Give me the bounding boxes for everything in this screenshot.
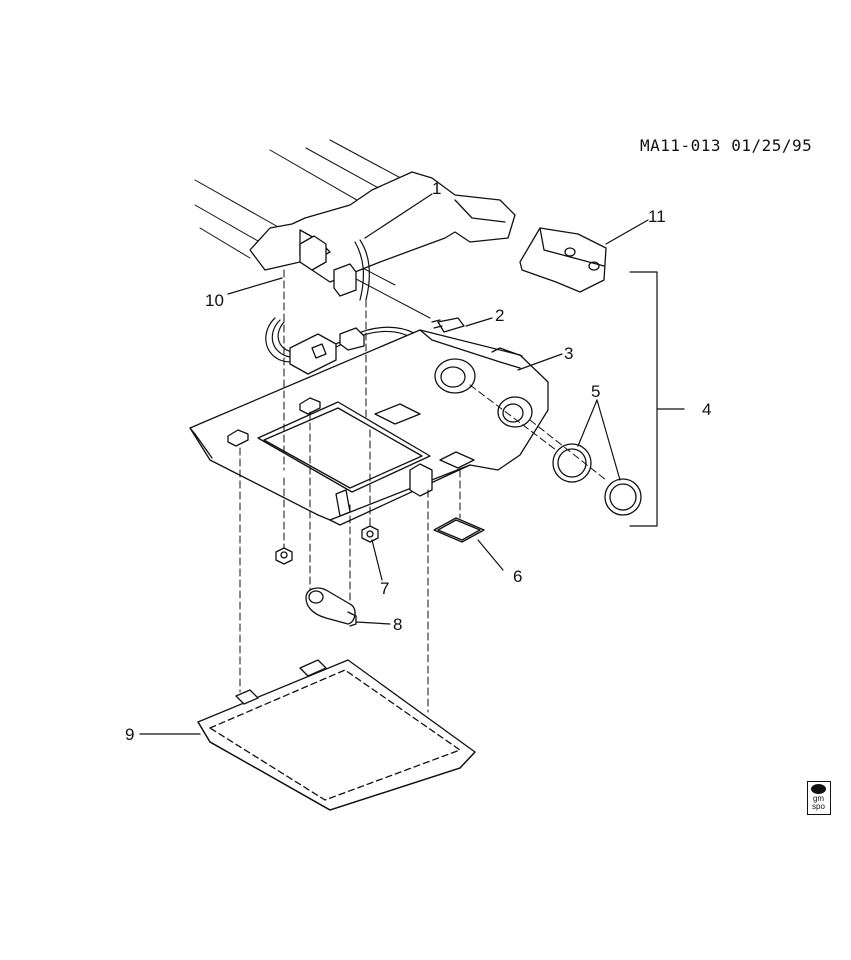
callout-9: 9 — [125, 725, 135, 744]
callout-3: 3 — [564, 344, 574, 363]
leader-lines — [139, 193, 685, 735]
lens-6 — [433, 517, 485, 543]
logo-line-1: gm — [812, 794, 825, 803]
callout-1: 1 — [432, 179, 442, 198]
callout-10: 10 — [205, 291, 224, 310]
document-id: MA11-013 01/25/95 — [640, 136, 813, 155]
switch-8 — [305, 587, 356, 625]
callout-7: 7 — [380, 579, 390, 598]
globe-mark — [811, 784, 826, 794]
connector-mid — [333, 263, 357, 297]
logo-line-2: spo — [812, 802, 825, 811]
gm-spo-logo-icon: gm spo — [807, 781, 831, 815]
assembly-lines — [239, 269, 607, 713]
connector-upper — [299, 235, 327, 271]
callout-5: 5 — [591, 382, 601, 401]
console-window — [374, 403, 421, 425]
connector-lower — [289, 333, 337, 375]
callout-6: 6 — [513, 567, 523, 586]
bulb-2 — [437, 317, 465, 333]
callout-4: 4 — [702, 400, 712, 419]
callout-11: 11 — [648, 207, 666, 226]
bracket-11 — [519, 227, 607, 293]
console-inner-panel — [257, 401, 431, 493]
nut-7 — [361, 525, 379, 543]
callout-2: 2 — [495, 306, 505, 325]
callout-8: 8 — [393, 615, 403, 634]
nut-left — [275, 547, 293, 565]
lens-5-upper — [552, 443, 592, 483]
logo-text: gm spo — [809, 795, 828, 811]
